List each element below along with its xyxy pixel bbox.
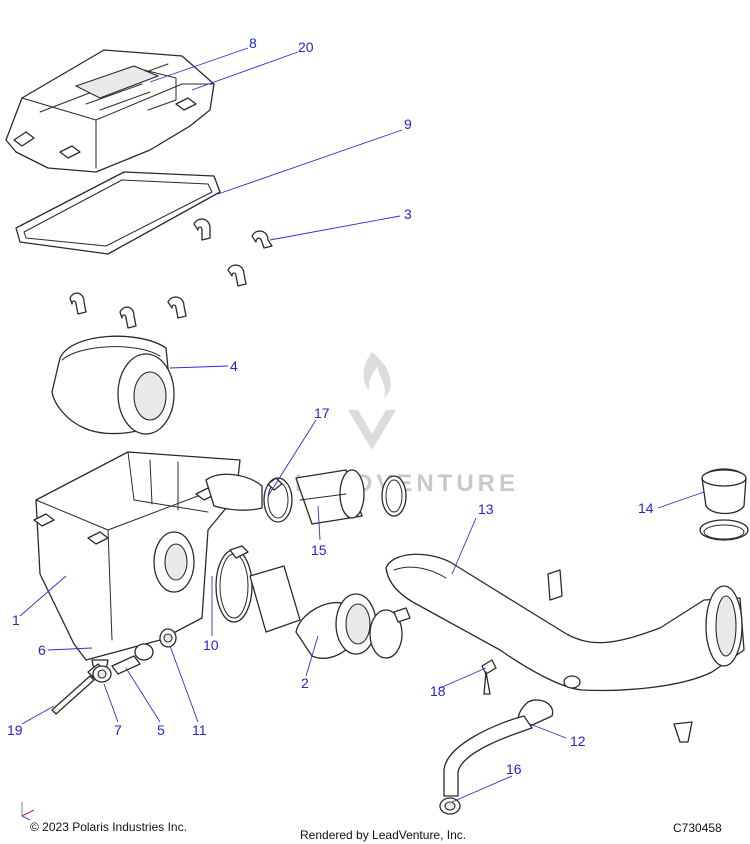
fastener-18: [481, 659, 497, 695]
callout-15: 15: [311, 542, 327, 558]
copyright-text: © 2023 Polaris Industries Inc.: [30, 820, 187, 834]
adapter-14: [699, 468, 749, 541]
callout-5: 5: [157, 722, 165, 738]
drain-tube-12: [443, 699, 554, 797]
diagram-code: C730458: [673, 821, 722, 835]
duct-2: [249, 565, 411, 659]
callout-14: 14: [638, 500, 654, 516]
air-filter: [51, 335, 175, 435]
callout-numbers: 8 20 9 3 4 17 13 14 15 1 10 6 2 18 19 7 …: [7, 35, 654, 777]
airbox-seal: [15, 171, 221, 255]
clamp-16: [439, 797, 461, 815]
intake-tube-13: [385, 553, 745, 692]
axis-triad-icon: [21, 802, 35, 821]
airbox-cover: [5, 49, 215, 173]
sleeve-5: [111, 643, 154, 675]
callout-11: 11: [192, 722, 207, 738]
callout-6: 6: [38, 642, 46, 658]
callout-4: 4: [230, 358, 238, 374]
callout-20: 20: [298, 39, 314, 55]
bushing-7: [92, 665, 112, 683]
callout-19: 19: [7, 722, 23, 738]
grommet-11: [159, 628, 177, 648]
callout-18: 18: [430, 683, 446, 699]
callout-9: 9: [404, 116, 412, 132]
clamp-17: [263, 477, 293, 523]
coupler-15: [295, 469, 365, 525]
callout-8: 8: [249, 35, 257, 51]
callout-2: 2: [301, 675, 309, 691]
rendered-by-text: Rendered by LeadVenture, Inc.: [300, 828, 467, 842]
callout-17: 17: [314, 405, 330, 421]
clamp-10: [215, 545, 253, 623]
leader-lines: [19, 47, 705, 803]
callout-16: 16: [506, 761, 522, 777]
callout-1: 1: [12, 612, 20, 628]
airbox-base: [33, 451, 263, 661]
callout-7: 7: [114, 722, 122, 738]
callout-12: 12: [570, 733, 586, 749]
callout-10: 10: [203, 637, 219, 653]
callout-3: 3: [404, 206, 412, 222]
callout-13: 13: [478, 501, 494, 517]
clamp-17b: [381, 475, 407, 517]
grommet-spare: [673, 721, 693, 743]
clips: [69, 218, 273, 329]
